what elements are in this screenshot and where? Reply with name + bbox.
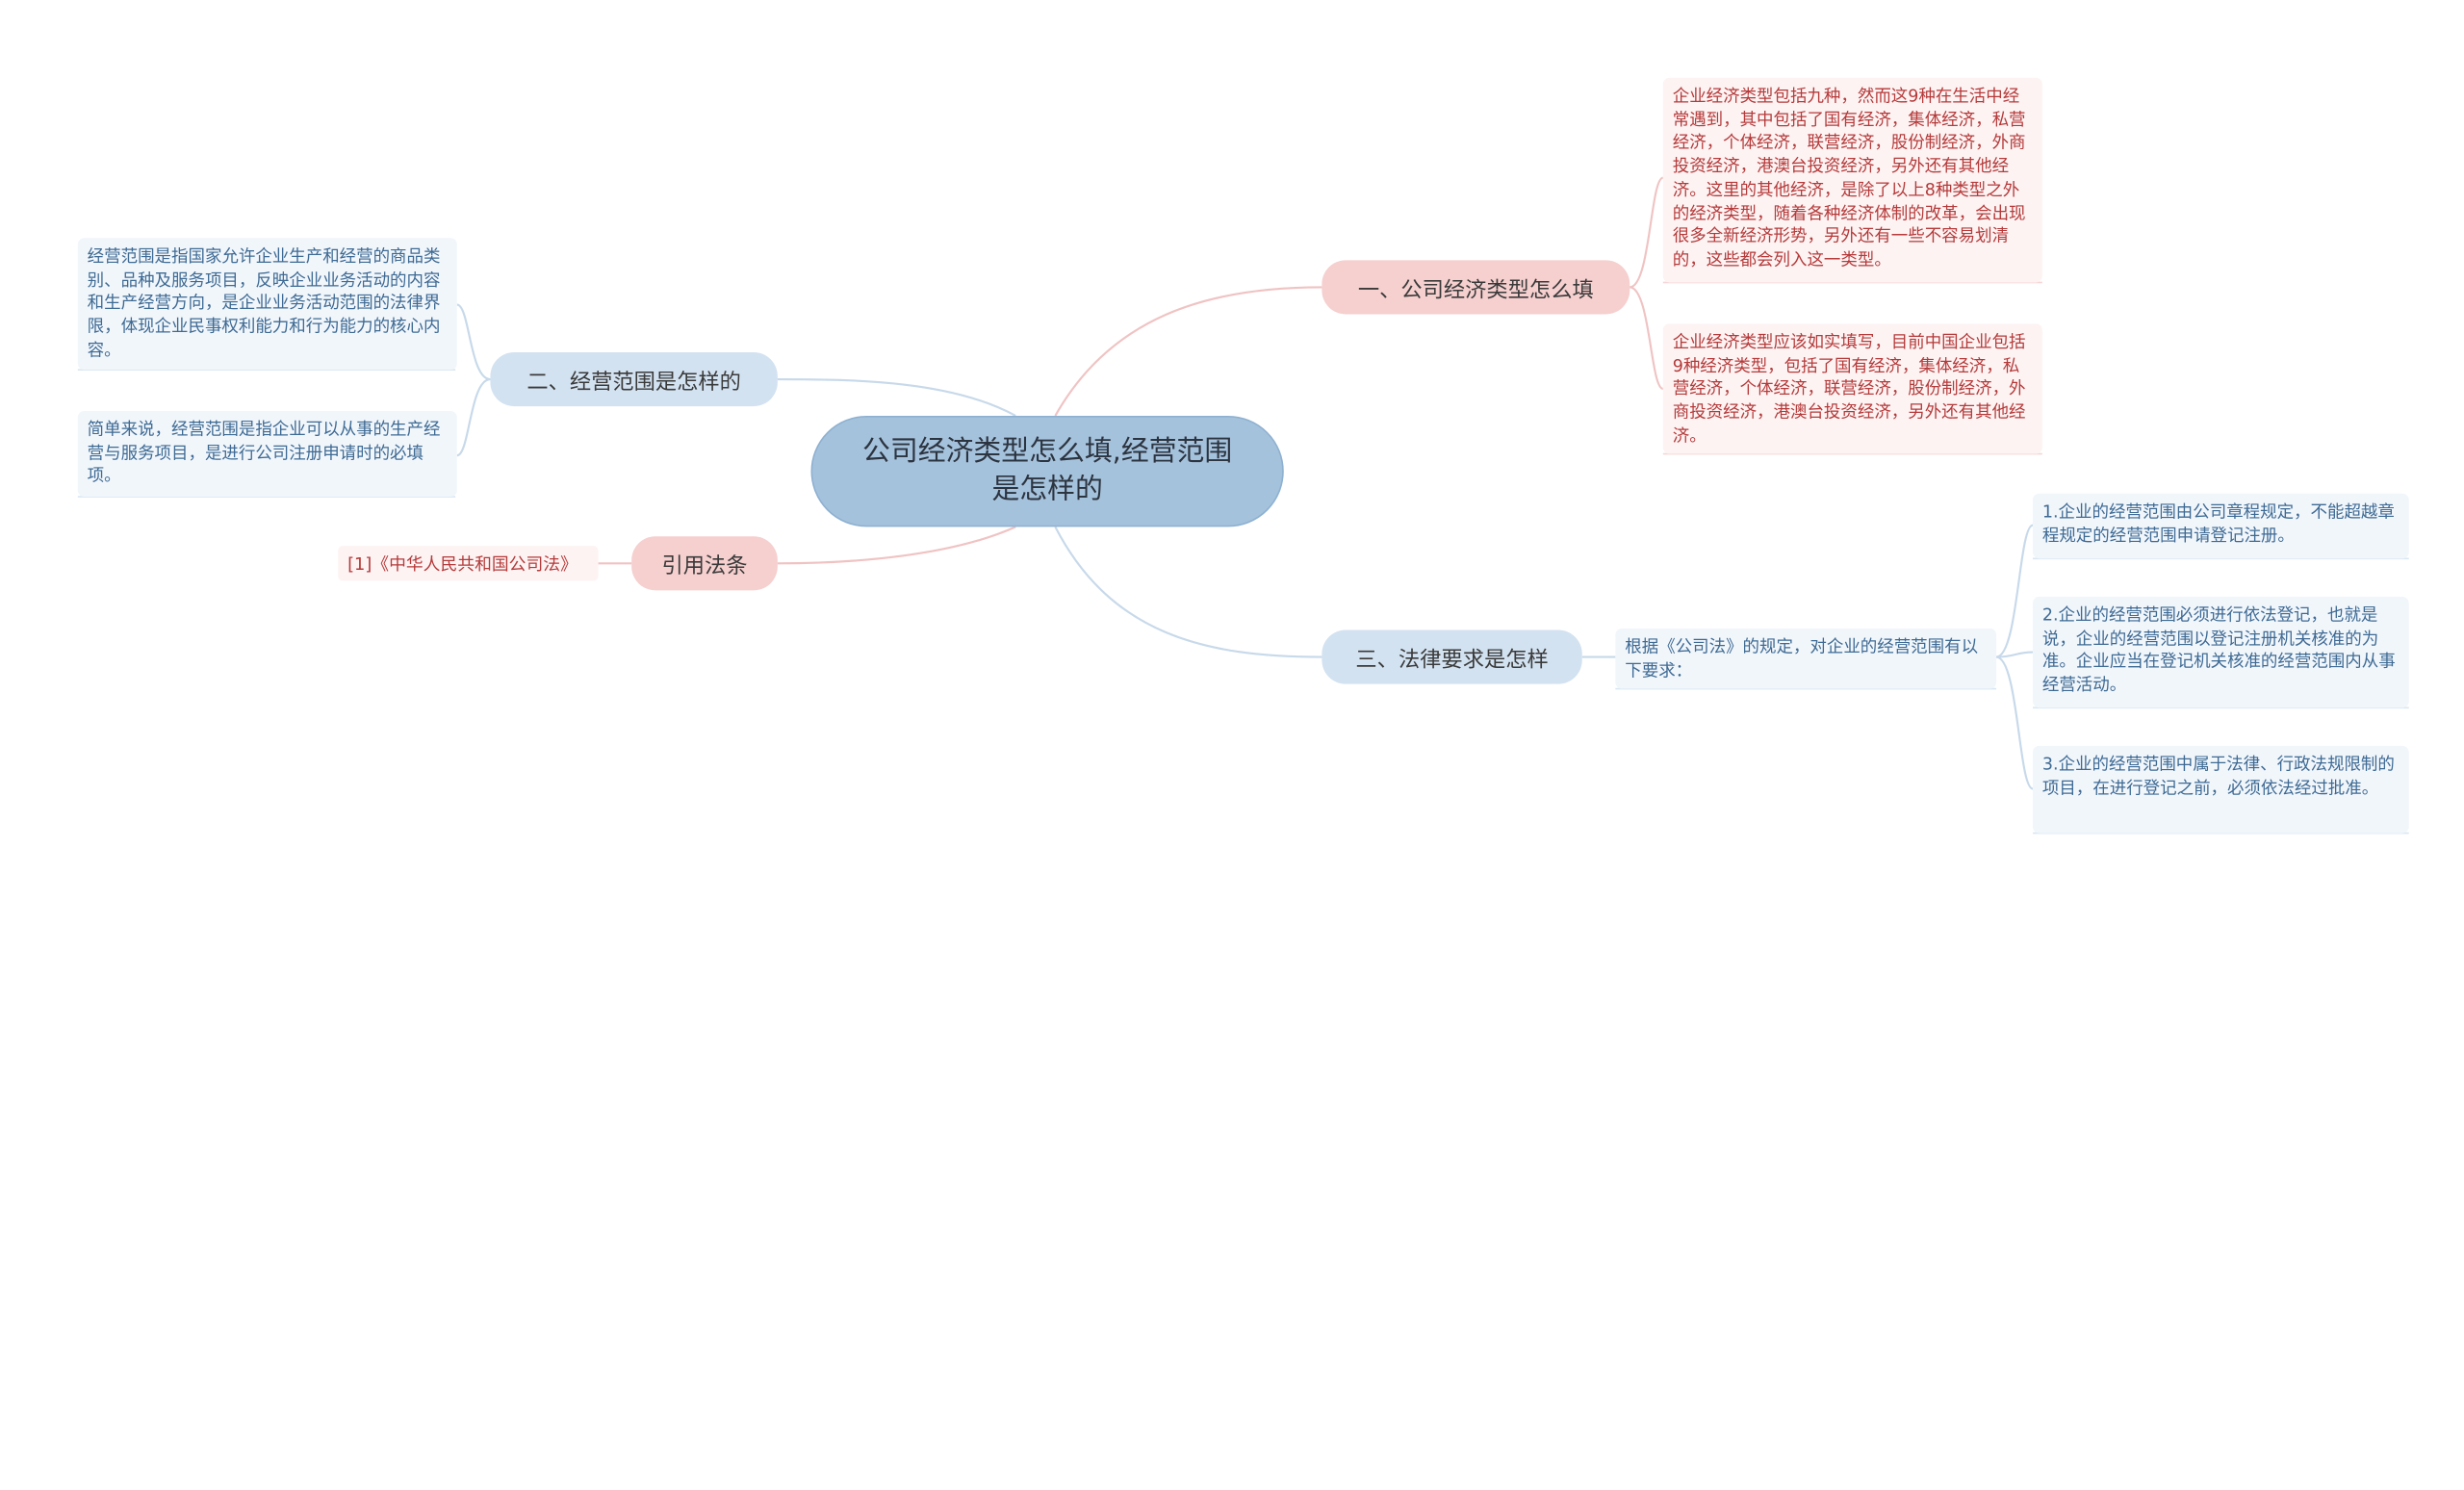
leaf-text: 企业经济类型包括九种，然而这9种在生活中经常遇到，其中包括了国有经济，集体经济，… — [1672, 87, 2026, 270]
root-topic[interactable]: 公司经济类型怎么填,经营范围是怎样的 — [810, 415, 1284, 527]
branch-legal-requirements[interactable]: 三、法律要求是怎样 — [1322, 629, 1582, 684]
branch-legal-requirements-label: 三、法律要求是怎样 — [1355, 647, 1549, 674]
root-topic-label: 公司经济类型怎么填,经营范围是怎样的 — [862, 436, 1233, 506]
leaf-economic-type-2[interactable]: 企业经济类型应该如实填写，目前中国企业包括9种经济类型，包括了国有经济，集体经济… — [1662, 323, 2042, 454]
leaf-text: 3.企业的经营范围中属于法律、行政法规限制的项目，在进行登记之前，必须依法经过批… — [2041, 755, 2395, 798]
branch-cited-law-label: 引用法条 — [661, 553, 748, 579]
reference-text: [1]《中华人民共和国公司法》 — [347, 553, 578, 575]
link-b1-leaf1 — [1629, 176, 1664, 289]
link-root-b3 — [1054, 526, 1322, 658]
leaf-business-scope-2[interactable]: 简单来说，经营范围是指企业可以从事的生产经营与服务项目，是进行公司注册申请时的必… — [77, 411, 457, 498]
leaf-text: 简单来说，经营范围是指企业可以从事的生产经营与服务项目，是进行公司注册申请时的必… — [87, 420, 441, 487]
link-intro-leaf1 — [1995, 524, 2034, 658]
link-b2-leaf1 — [456, 303, 491, 381]
leaf-text: 2.企业的经营范围必须进行依法登记，也就是说，企业的经营范围以登记注册机关核准的… — [2041, 605, 2396, 696]
branch-cited-law[interactable]: 引用法条 — [631, 536, 778, 591]
leaf-requirement-1[interactable]: 1.企业的经营范围由公司章程规定，不能超越章程规定的经营范围申请登记注册。 — [2032, 493, 2409, 559]
branch-business-scope-label: 二、经营范围是怎样的 — [526, 370, 741, 396]
link-root-b4 — [777, 526, 1016, 565]
branch-economic-type[interactable]: 一、公司经济类型怎么填 — [1322, 260, 1630, 315]
reference-company-law[interactable]: [1]《中华人民共和国公司法》 — [338, 546, 599, 581]
branch-economic-type-label: 一、公司经济类型怎么填 — [1357, 277, 1594, 303]
leaf-requirement-2[interactable]: 2.企业的经营范围必须进行依法登记，也就是说，企业的经营范围以登记注册机关核准的… — [2032, 596, 2409, 708]
leaf-text: 1.企业的经营范围由公司章程规定，不能超越章程规定的经营范围申请登记注册。 — [2041, 502, 2395, 546]
branch-business-scope[interactable]: 二、经营范围是怎样的 — [490, 352, 778, 407]
leaf-economic-type-1[interactable]: 企业经济类型包括九种，然而这9种在生活中经常遇到，其中包括了国有经济，集体经济，… — [1662, 77, 2042, 283]
link-intro-leaf2 — [1996, 651, 2033, 658]
link-intro-leaf3 — [1995, 655, 2034, 790]
link-b2-leaf2 — [456, 377, 491, 457]
leaf-text: 企业经济类型应该如实填写，目前中国企业包括9种经济类型，包括了国有经济，集体经济… — [1672, 333, 2026, 446]
legal-requirements-intro[interactable]: 根据《公司法》的规定，对企业的经营范围有以下要求： — [1615, 628, 1997, 689]
leaf-business-scope-1[interactable]: 经营范围是指国家允许企业生产和经营的商品类别、品种及服务项目，反映企业业务活动的… — [77, 238, 457, 371]
leaf-text: 根据《公司法》的规定，对企业的经营范围有以下要求： — [1625, 637, 1979, 681]
link-b1-leaf2 — [1629, 286, 1664, 391]
link-root-b1 — [1054, 286, 1322, 417]
link-root-b2 — [777, 377, 1016, 417]
leaf-requirement-3[interactable]: 3.企业的经营范围中属于法律、行政法规限制的项目，在进行登记之前，必须依法经过批… — [2032, 745, 2409, 834]
leaf-text: 经营范围是指国家允许企业生产和经营的商品类别、品种及服务项目，反映企业业务活动的… — [87, 247, 441, 360]
